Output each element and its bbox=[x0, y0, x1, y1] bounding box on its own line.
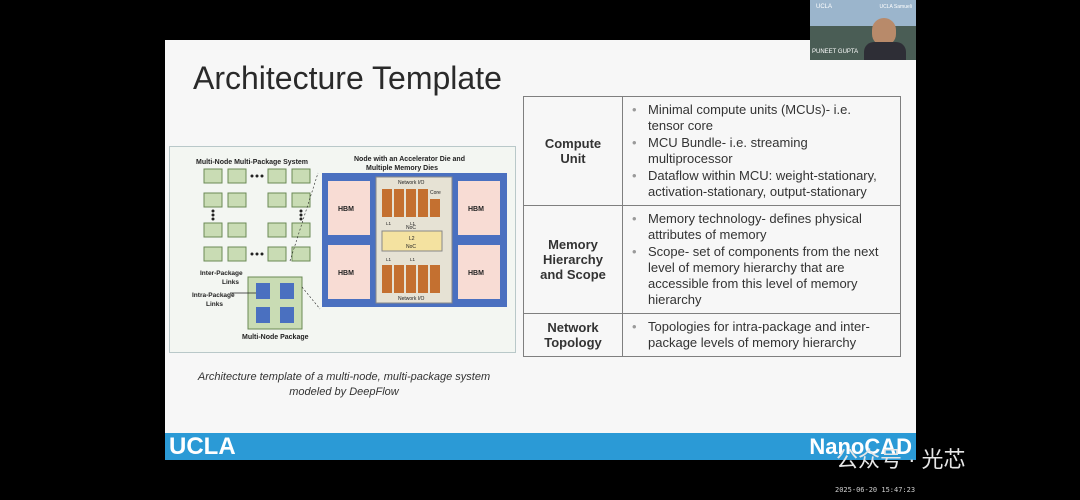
bullet-line: package levels of memory hierarchy bbox=[648, 335, 857, 350]
bullet-line: level of memory hierarchy that are bbox=[648, 260, 845, 275]
webcam-logo-right: UCLA Samueli bbox=[879, 4, 912, 10]
core-label: Core bbox=[430, 190, 441, 196]
bullet-item: Topologies for intra-package and inter-p… bbox=[632, 319, 899, 351]
presenter-name: PUNEET GUPTA bbox=[812, 49, 859, 55]
ucla-logo: UCLA bbox=[169, 433, 236, 460]
hbm-label: HBM bbox=[468, 206, 484, 213]
bullet-line: Dataflow within MCU: weight-stationary, bbox=[648, 168, 877, 183]
bullet-line: MCU Bundle- i.e. streaming bbox=[648, 135, 808, 150]
node-grid bbox=[203, 168, 311, 262]
bullet-item: Scope- set of components from the nextle… bbox=[632, 244, 899, 308]
webcam-sky bbox=[810, 0, 916, 30]
network-io-label: Network I/O bbox=[398, 180, 425, 186]
row-heading-line: Hierarchy bbox=[543, 252, 603, 267]
webcam-logo: UCLA bbox=[816, 4, 833, 10]
bullet-line: multiprocessor bbox=[648, 151, 733, 166]
figure-caption: Architecture template of a multi-node, m… bbox=[175, 370, 513, 400]
bullet-item: Dataflow within MCU: weight-stationary,a… bbox=[632, 168, 899, 200]
row-heading: Memory Hierarchy and Scope bbox=[523, 205, 623, 314]
l2-label: L2 bbox=[409, 236, 415, 242]
ellipsis-dots bbox=[211, 174, 303, 256]
caption-line: modeled by DeepFlow bbox=[289, 386, 399, 398]
bullet-line: accessible from this level of memory bbox=[648, 276, 858, 291]
l1-label: L1 bbox=[410, 257, 416, 262]
bullet-line: attributes of memory bbox=[648, 227, 767, 242]
hbm-label: HBM bbox=[338, 270, 354, 277]
intra-package-label-2: Links bbox=[206, 301, 223, 308]
timestamp: 2025-06-20 15:47:23 bbox=[835, 486, 916, 494]
nanocad-logo: NanoCAD bbox=[809, 434, 912, 459]
row-heading-line: Memory bbox=[548, 237, 598, 252]
hbm-dies bbox=[328, 181, 500, 299]
presenter-head bbox=[872, 18, 896, 46]
bullet-line: Memory technology- defines physical bbox=[648, 211, 862, 226]
l1-label: L1 bbox=[410, 221, 416, 226]
bullet-line: tensor core bbox=[648, 118, 714, 133]
core-blocks bbox=[382, 189, 440, 293]
row-heading-line: Unit bbox=[560, 151, 586, 166]
presenter-body bbox=[864, 42, 906, 60]
bullet-line: activation-stationary, output-stationary bbox=[648, 184, 867, 199]
hbm-label: HBM bbox=[338, 206, 354, 213]
bullet-line: Minimal compute units (MCUs)- i.e. bbox=[648, 102, 851, 117]
row-heading-line: Topology bbox=[544, 335, 602, 350]
noc-label: NoC bbox=[406, 244, 416, 250]
row-heading-line: Compute bbox=[544, 136, 602, 151]
caption-line: Architecture template of a multi-node, m… bbox=[197, 371, 491, 383]
webcam-video: UCLA UCLA Samueli PUNEET GUPTA bbox=[810, 0, 916, 60]
architecture-table: Compute Unit Minimal compute units (MCUs… bbox=[523, 96, 901, 357]
noc-label: NoC bbox=[406, 225, 416, 231]
multi-node-package bbox=[247, 276, 303, 330]
bullet-item: Memory technology- defines physicalattri… bbox=[632, 211, 899, 243]
row-heading: Compute Unit bbox=[523, 96, 623, 206]
system-title: Multi-Node Multi-Package System bbox=[196, 159, 308, 166]
node-title: Node with an Accelerator Die and bbox=[354, 156, 465, 163]
bullet-line: hierarchy bbox=[648, 292, 702, 307]
bullet-item: Minimal compute units (MCUs)- i.e.tensor… bbox=[632, 102, 899, 134]
table-row: Compute Unit Minimal compute units (MCUs… bbox=[523, 96, 901, 206]
architecture-diagram: Multi-Node Multi-Package System Inter-Pa… bbox=[192, 156, 507, 341]
row-content: Memory technology- defines physicalattri… bbox=[622, 205, 901, 314]
row-heading-line: Network bbox=[547, 320, 599, 335]
inter-package-label: Inter-Package bbox=[200, 270, 243, 277]
noc-l2-block bbox=[381, 230, 443, 252]
row-content: Topologies for intra-package and inter-p… bbox=[622, 313, 901, 357]
bullet-line: Scope- set of components from the next bbox=[648, 244, 879, 259]
package-label: Multi-Node Package bbox=[242, 334, 309, 341]
intra-package-label: Intra-Package bbox=[192, 292, 235, 299]
network-io-label: Network I/O bbox=[398, 296, 425, 302]
watermark: 公众号 · 光芯 bbox=[836, 447, 966, 472]
row-content: Minimal compute units (MCUs)- i.e.tensor… bbox=[622, 96, 901, 206]
slide-title: Architecture Template bbox=[193, 60, 502, 96]
table-row: Memory Hierarchy and Scope Memory techno… bbox=[523, 205, 901, 314]
hbm-label: HBM bbox=[468, 270, 484, 277]
architecture-figure: Multi-Node Multi-Package System Inter-Pa… bbox=[169, 146, 516, 353]
slide-footer: UCLA NanoCAD bbox=[165, 433, 916, 460]
node-title-2: Multiple Memory Dies bbox=[366, 165, 438, 172]
bullet-line: Topologies for intra-package and inter- bbox=[648, 319, 870, 334]
table-row: Network Topology Topologies for intra-pa… bbox=[523, 313, 901, 357]
presentation-slide: Architecture Template Multi-Node Multi-P… bbox=[165, 40, 916, 460]
inter-package-label-2: Links bbox=[222, 279, 239, 286]
l1-label: L1 bbox=[386, 221, 392, 226]
row-heading: Network Topology bbox=[523, 313, 623, 357]
l1-label: L1 bbox=[386, 257, 392, 262]
row-heading-line: and Scope bbox=[540, 267, 606, 282]
